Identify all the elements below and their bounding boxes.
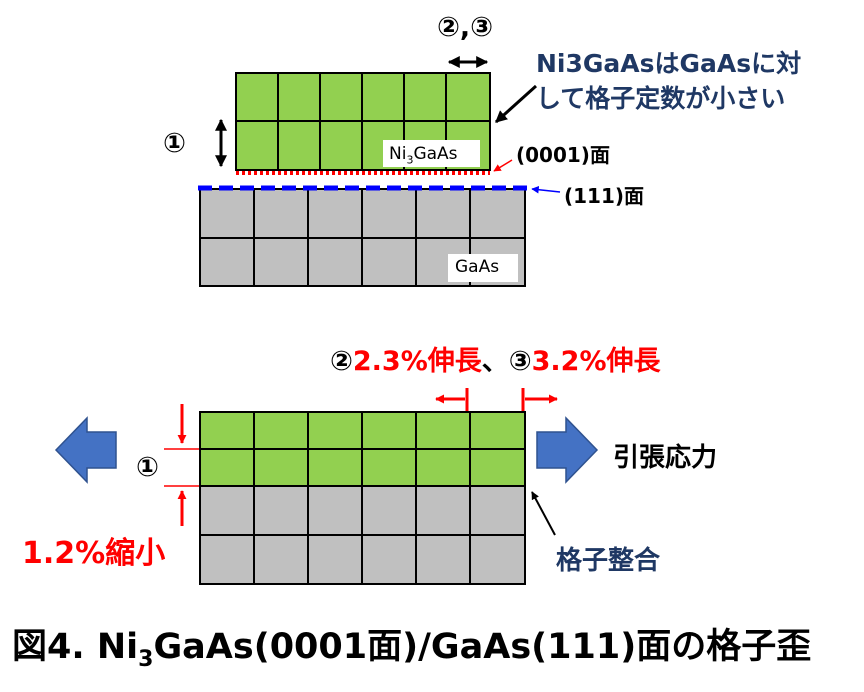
shrink-label: 1.2%縮小 (22, 536, 166, 571)
top-ni3gaas-lattice (235, 72, 491, 171)
lattice-match-label: 格子整合 (556, 546, 661, 576)
plane-111-label: (111)面 (564, 184, 645, 208)
strain-23-marker (435, 388, 469, 411)
bottom-gaas-lattice (199, 485, 526, 585)
plane-0001-pointer (493, 159, 513, 172)
left-tensile-arrow (54, 416, 117, 484)
gaas-label: GaAs (455, 257, 500, 277)
right-tensile-arrow (536, 416, 599, 484)
top-gaas-lattice (199, 188, 526, 287)
plane-111-pointer (531, 185, 561, 194)
ni3gaas-label-sub: 3 (406, 153, 414, 167)
strain-32-marker (521, 388, 558, 411)
top-dim-1-label: ① (163, 128, 186, 159)
top-dim-23-label: ②,③ (437, 12, 493, 43)
ni3gaas-label-base: Ni (389, 144, 407, 164)
caption-sub: 3 (138, 647, 154, 672)
caption-suffix: GaAs(0001面)/GaAs(111)面の格子歪 (153, 627, 812, 667)
bottom-ni3gaas-lattice (199, 411, 526, 487)
shrink-marker (164, 404, 199, 526)
ni3gaas-label: Ni3GaAs (389, 144, 458, 166)
strain-32-value: 3.2%伸長 (531, 346, 661, 377)
bottom-dim-1-label: ① (136, 452, 159, 483)
figure-caption: 図4. Ni3GaAs(0001面)/GaAs(111)面の格子歪 (12, 618, 811, 672)
tensile-label: 引張応力 (613, 443, 718, 473)
annotation-line-1: Ni3GaAsはGaAsに対 (536, 49, 802, 78)
strain-23-value: 2.3%伸長 (352, 346, 482, 377)
caption-prefix: 図4. Ni (12, 627, 139, 667)
plane-0001-label: (0001)面 (516, 143, 610, 167)
annotation-pointer-arrow (494, 84, 538, 124)
lattice-match-pointer (531, 491, 556, 536)
annotation-line-2: して格子定数が小さい (536, 84, 786, 113)
strain-circle-2: ② (330, 346, 353, 377)
strain-heading: ②2.3%伸長、③3.2%伸長 (330, 339, 661, 378)
strain-circle-3: ③ (508, 346, 532, 377)
ni3gaas-label-tail: GaAs (413, 144, 458, 164)
strain-separator: 、 (481, 346, 509, 377)
